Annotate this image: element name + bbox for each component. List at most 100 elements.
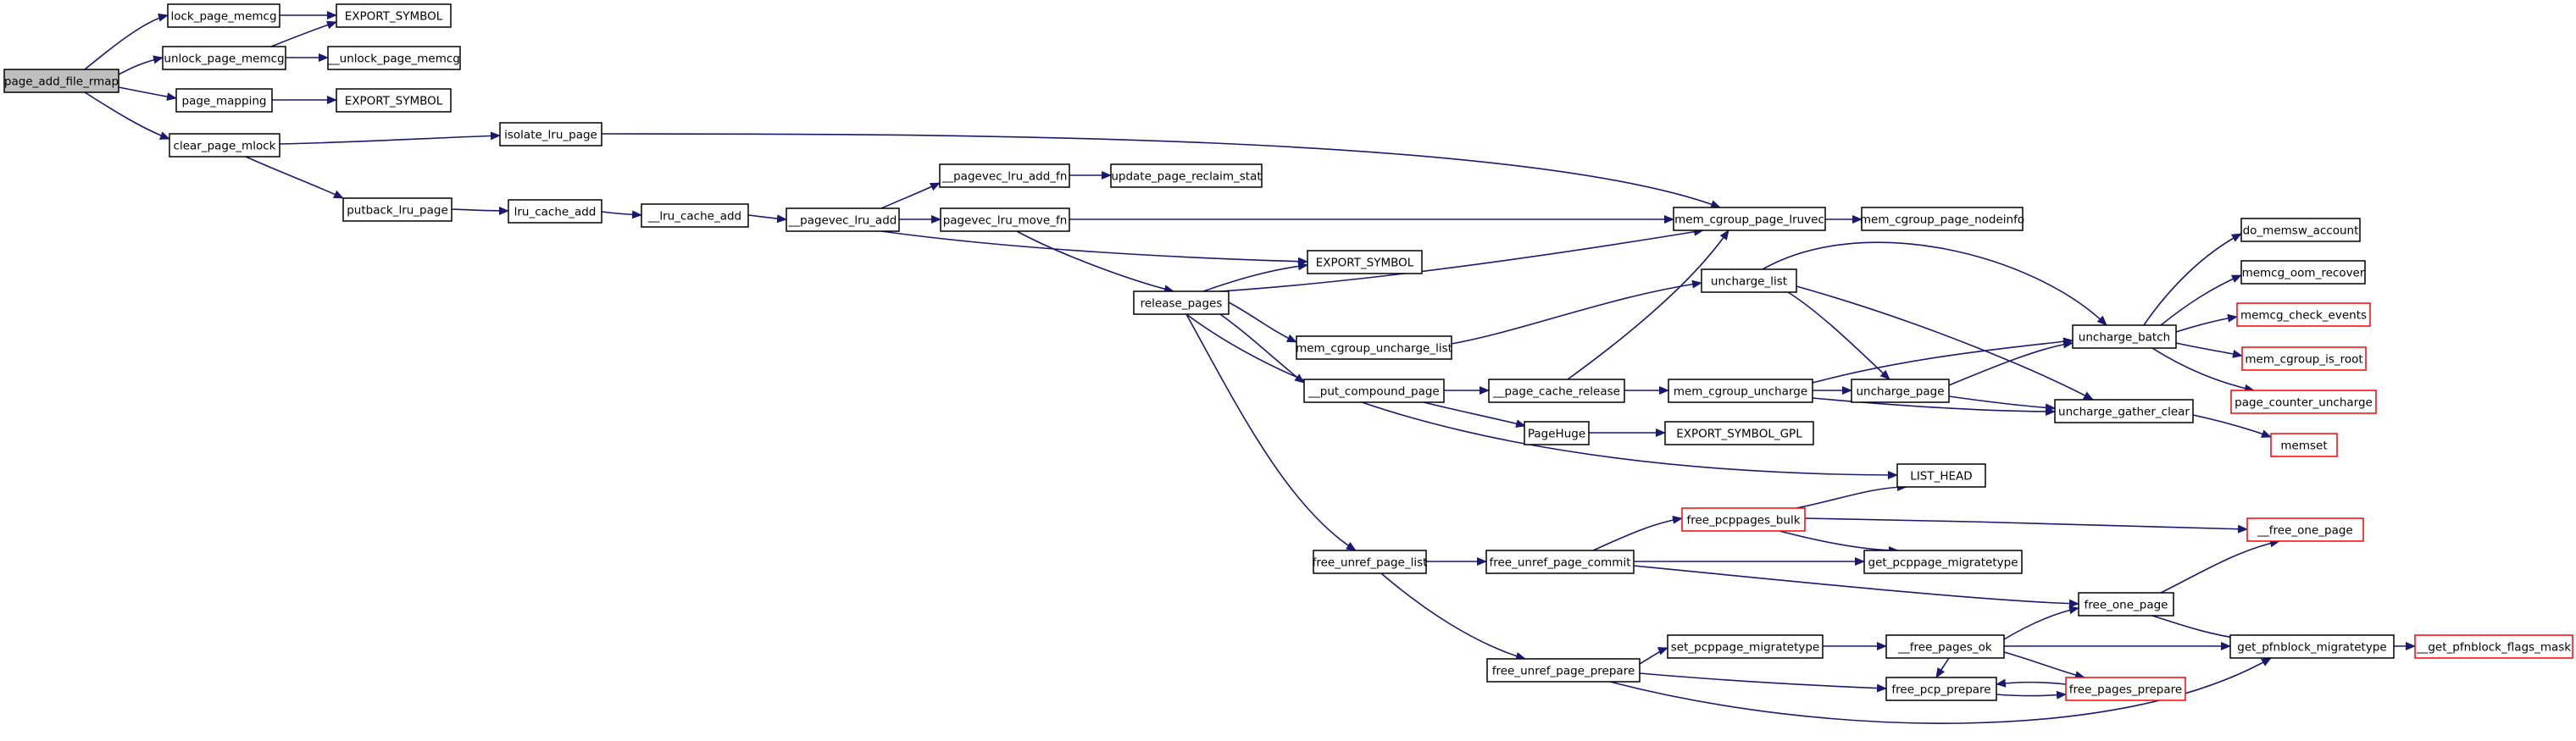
- node-box[interactable]: [940, 207, 1070, 232]
- node-box[interactable]: [2240, 218, 2361, 242]
- node-free-unref-page-list[interactable]: free_unref_page_list: [1313, 550, 1428, 574]
- node-update-page-reclaim-stat[interactable]: update_page_reclaim_stat: [1110, 163, 1263, 188]
- node-box[interactable]: [336, 88, 452, 113]
- node-box[interactable]: [2054, 399, 2194, 423]
- node-uncharge-gather-clear[interactable]: uncharge_gather_clear: [2054, 399, 2194, 423]
- node-box[interactable]: [2078, 592, 2174, 617]
- node-list-head[interactable]: LIST_HEAD: [1896, 463, 1986, 488]
- node-box[interactable]: [1488, 379, 1625, 403]
- node-memcg-oom-recover[interactable]: memcg_oom_recover: [2240, 260, 2366, 285]
- node-box[interactable]: [1681, 507, 1806, 532]
- node-do-memsw-account[interactable]: do_memsw_account: [2240, 218, 2361, 242]
- node-box[interactable]: [162, 46, 286, 70]
- node-box[interactable]: [1851, 379, 1950, 403]
- node-box[interactable]: [342, 197, 452, 222]
- node-box[interactable]: [175, 88, 273, 113]
- node-putback-lru-page[interactable]: putback_lru_page: [342, 197, 452, 222]
- node-box[interactable]: [939, 163, 1070, 188]
- node-box[interactable]: [2230, 390, 2377, 414]
- node-put-compound-page[interactable]: __put_compound_page: [1303, 379, 1445, 403]
- node-box[interactable]: [508, 199, 602, 224]
- node-box[interactable]: [786, 207, 900, 232]
- node-mem-cgroup-page-lruvec[interactable]: mem_cgroup_page_lruvec: [1673, 207, 1826, 231]
- node-box[interactable]: [1303, 379, 1445, 403]
- node-box[interactable]: [1863, 550, 2023, 574]
- node-box[interactable]: [1307, 250, 1423, 274]
- node-box[interactable]: [2236, 302, 2371, 327]
- node-box[interactable]: [2229, 634, 2395, 659]
- node-mem-cgroup-uncharge-list[interactable]: mem_cgroup_uncharge_list: [1296, 335, 1452, 360]
- node-clear-page-mlock[interactable]: clear_page_mlock: [169, 133, 280, 158]
- node-box[interactable]: [1486, 658, 1641, 683]
- node-page-mapping[interactable]: page_mapping: [175, 88, 273, 113]
- node-free-pages-ok[interactable]: __free_pages_ok: [1885, 634, 2005, 659]
- node-unlock-page-memcg[interactable]: __unlock_page_memcg: [327, 46, 461, 70]
- node-page-add-file-rmap[interactable]: page_add_file_rmap: [3, 69, 119, 93]
- node-mem-cgroup-is-root[interactable]: mem_cgroup_is_root: [2241, 346, 2367, 371]
- node-box[interactable]: [1667, 634, 1824, 659]
- node-get-pfnblock-flags-mask[interactable]: __get_pfnblock_flags_mask: [2414, 634, 2573, 659]
- node-box[interactable]: [2246, 517, 2364, 542]
- node-lru-cache-add[interactable]: __lru_cache_add: [641, 203, 749, 228]
- node-free-one-page[interactable]: __free_one_page: [2246, 517, 2364, 542]
- node-pagevec-lru-move-fn[interactable]: pagevec_lru_move_fn: [940, 207, 1070, 232]
- node-uncharge-list[interactable]: uncharge_list: [1701, 268, 1797, 293]
- node-box[interactable]: [1885, 634, 2005, 659]
- node-box[interactable]: [327, 46, 461, 70]
- node-get-pcppage-migratetype[interactable]: get_pcppage_migratetype: [1863, 550, 2023, 574]
- node-memcg-check-events[interactable]: memcg_check_events: [2236, 302, 2371, 327]
- node-box[interactable]: [1524, 421, 1590, 445]
- node-export-symbol[interactable]: EXPORT_SYMBOL: [336, 3, 452, 28]
- node-lock-page-memcg[interactable]: lock_page_memcg: [167, 3, 280, 28]
- node-box[interactable]: [1885, 677, 1997, 701]
- node-box[interactable]: [1861, 207, 2024, 231]
- node-free-pages-prepare[interactable]: free_pages_prepare: [2065, 677, 2186, 701]
- node-page-cache-release[interactable]: __page_cache_release: [1488, 379, 1625, 403]
- node-export-symbol[interactable]: EXPORT_SYMBOL: [336, 88, 452, 113]
- node-free-pcppages-bulk[interactable]: free_pcppages_bulk: [1681, 507, 1806, 532]
- node-box[interactable]: [641, 203, 749, 228]
- node-set-pcppage-migratetype[interactable]: set_pcppage_migratetype: [1667, 634, 1824, 659]
- node-box[interactable]: [1668, 379, 1813, 403]
- node-export-symbol-gpl[interactable]: EXPORT_SYMBOL_GPL: [1664, 421, 1814, 445]
- node-page-counter-uncharge[interactable]: page_counter_uncharge: [2230, 390, 2377, 414]
- node-box[interactable]: [169, 133, 280, 158]
- node-box[interactable]: [1673, 207, 1826, 231]
- node-lru-cache-add[interactable]: lru_cache_add: [508, 199, 602, 224]
- node-box[interactable]: [2240, 260, 2366, 285]
- node-box[interactable]: [2270, 433, 2338, 457]
- node-box[interactable]: [1896, 463, 1986, 488]
- node-box[interactable]: [2072, 324, 2177, 349]
- node-pagevec-lru-add[interactable]: __pagevec_lru_add: [786, 207, 900, 232]
- node-box[interactable]: [1110, 163, 1263, 188]
- node-unlock-page-memcg[interactable]: unlock_page_memcg: [162, 46, 286, 70]
- node-box[interactable]: [2241, 346, 2367, 371]
- node-box[interactable]: [1485, 550, 1635, 574]
- node-free-unref-page-prepare[interactable]: free_unref_page_prepare: [1486, 658, 1641, 683]
- node-free-pcp-prepare[interactable]: free_pcp_prepare: [1885, 677, 1997, 701]
- node-free-unref-page-commit[interactable]: free_unref_page_commit: [1485, 550, 1635, 574]
- node-memset[interactable]: memset: [2270, 433, 2338, 457]
- node-pagevec-lru-add-fn[interactable]: __pagevec_lru_add_fn: [939, 163, 1070, 188]
- node-box[interactable]: [1664, 421, 1814, 445]
- node-box[interactable]: [1133, 290, 1230, 315]
- node-mem-cgroup-page-nodeinfo[interactable]: mem_cgroup_page_nodeinfo: [1860, 207, 2024, 231]
- node-box[interactable]: [499, 122, 602, 147]
- node-box[interactable]: [167, 3, 280, 28]
- node-box[interactable]: [2065, 677, 2186, 701]
- node-mem-cgroup-uncharge[interactable]: mem_cgroup_uncharge: [1668, 379, 1813, 403]
- node-box[interactable]: [1313, 550, 1427, 574]
- node-box[interactable]: [2414, 634, 2573, 659]
- node-uncharge-page[interactable]: uncharge_page: [1851, 379, 1950, 403]
- node-get-pfnblock-migratetype[interactable]: get_pfnblock_migratetype: [2229, 634, 2395, 659]
- node-release-pages[interactable]: release_pages: [1133, 290, 1230, 315]
- node-pagehuge[interactable]: PageHuge: [1524, 421, 1590, 445]
- node-box[interactable]: [1296, 335, 1452, 360]
- node-export-symbol[interactable]: EXPORT_SYMBOL: [1307, 250, 1423, 274]
- node-box[interactable]: [336, 3, 452, 28]
- node-free-one-page[interactable]: free_one_page: [2078, 592, 2174, 617]
- node-box[interactable]: [3, 69, 119, 93]
- node-box[interactable]: [1701, 268, 1797, 293]
- node-isolate-lru-page[interactable]: isolate_lru_page: [499, 122, 602, 147]
- node-uncharge-batch[interactable]: uncharge_batch: [2072, 324, 2177, 349]
